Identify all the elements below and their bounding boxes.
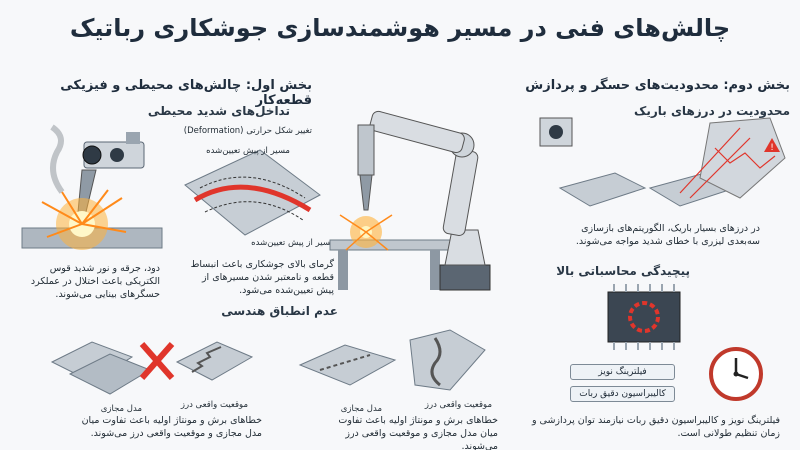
tag-noise-filtering: فیلترینگ نویز (570, 364, 675, 380)
camera-mount (126, 132, 140, 144)
geom-left-virtual: مدل مجازی (100, 404, 142, 414)
robot-sparks (339, 214, 393, 251)
compute-caption: فیلترینگ نویز و کالیبراسیون دقیق ربات نی… (531, 415, 780, 439)
arc-caption: دود، جرقه و نور شدید قوس الکتریکی باعث ا… (30, 263, 160, 300)
geom-left-actual: موقعیت واقعی درز (180, 400, 248, 410)
robot-torch (359, 174, 373, 211)
sparks (41, 189, 127, 238)
geom-left-illustration (50, 341, 254, 395)
deform-illustration (184, 149, 321, 236)
geom-heading: عدم انطباق هندسی (221, 304, 338, 318)
camera-lens-2 (110, 148, 124, 162)
smoke (50, 124, 65, 194)
env-heading: تداخل‌های شدید محیطی (147, 104, 290, 118)
table-leg-2 (430, 250, 440, 290)
actual-plate-a (175, 341, 254, 381)
sensor-lens (549, 125, 563, 139)
part1-heading: بخش اول: چالش‌های محیطی و فیزیکی قطعه‌کا… (60, 78, 312, 108)
robot-lower-arm (442, 149, 479, 236)
narrow-heading: محدودیت در درزهای باریک (634, 104, 790, 118)
virtual-seam (319, 354, 371, 371)
path-line-top (199, 176, 306, 199)
robot-base (439, 264, 491, 291)
cross-mark (139, 342, 175, 380)
path-line-bottom (204, 201, 304, 221)
chip-illustration (607, 284, 681, 350)
table-leg-1 (338, 250, 348, 290)
narrow-illustration: ! (539, 117, 786, 207)
loading-ring (628, 301, 660, 333)
geom-right-illustration (298, 329, 486, 391)
robot-upper-arm (369, 110, 465, 154)
geom-right-caption: خطاهای برش و مونتاژ اولیه باعث تفاوت میا… (338, 415, 498, 450)
virtual-plate (298, 344, 397, 386)
part2-heading: بخش دوم: محدودیت‌های حسگر و پردازش (525, 78, 790, 93)
robot-waist (444, 229, 486, 266)
tag-robot-calibration: کالیبراسیون دقیق ربات (570, 386, 675, 402)
page-title: چالش‌های فنی در مسیر هوشمندسازی جوشکاری … (69, 14, 731, 42)
narrow-caption: در درزهای بسیار باریک، الگوریتم‌های بازس… (575, 223, 760, 247)
robot-illustration (329, 110, 491, 291)
path-bottom-label: مسیر از پیش تعیین‌شده (251, 238, 335, 248)
geom-right-actual: موقعیت واقعی درز (424, 400, 492, 410)
warning-icon (764, 138, 780, 152)
clock-icon (709, 347, 763, 401)
plate (184, 149, 321, 236)
weld-seam (193, 184, 312, 213)
arc-illustration (21, 124, 163, 250)
chip-body (607, 291, 681, 343)
laser-lines (679, 127, 776, 199)
geom-right-virtual: مدل مجازی (340, 404, 382, 414)
geom-left-caption: خطاهای برش و مونتاژ اولیه باعث تفاوت میا… (81, 415, 262, 439)
actual-plate (409, 329, 486, 391)
deform-label: تغییر شکل حرارتی (Deformation) (183, 126, 312, 136)
deform-caption: گرمای بالای جوشکاری باعث انبساط قطعه و ن… (190, 259, 334, 296)
path-top-label: مسیر از پیش تعیین‌شده (206, 146, 290, 156)
robot-wrist (357, 124, 375, 176)
compute-heading: پیچیدگی محاسباتی بالا (556, 264, 690, 278)
actual-gap (191, 346, 222, 373)
plate-left (558, 172, 647, 207)
chip-pins (613, 284, 675, 350)
svg-text:!: ! (770, 143, 774, 153)
actual-seam (430, 337, 442, 387)
camera-lens (82, 145, 102, 165)
